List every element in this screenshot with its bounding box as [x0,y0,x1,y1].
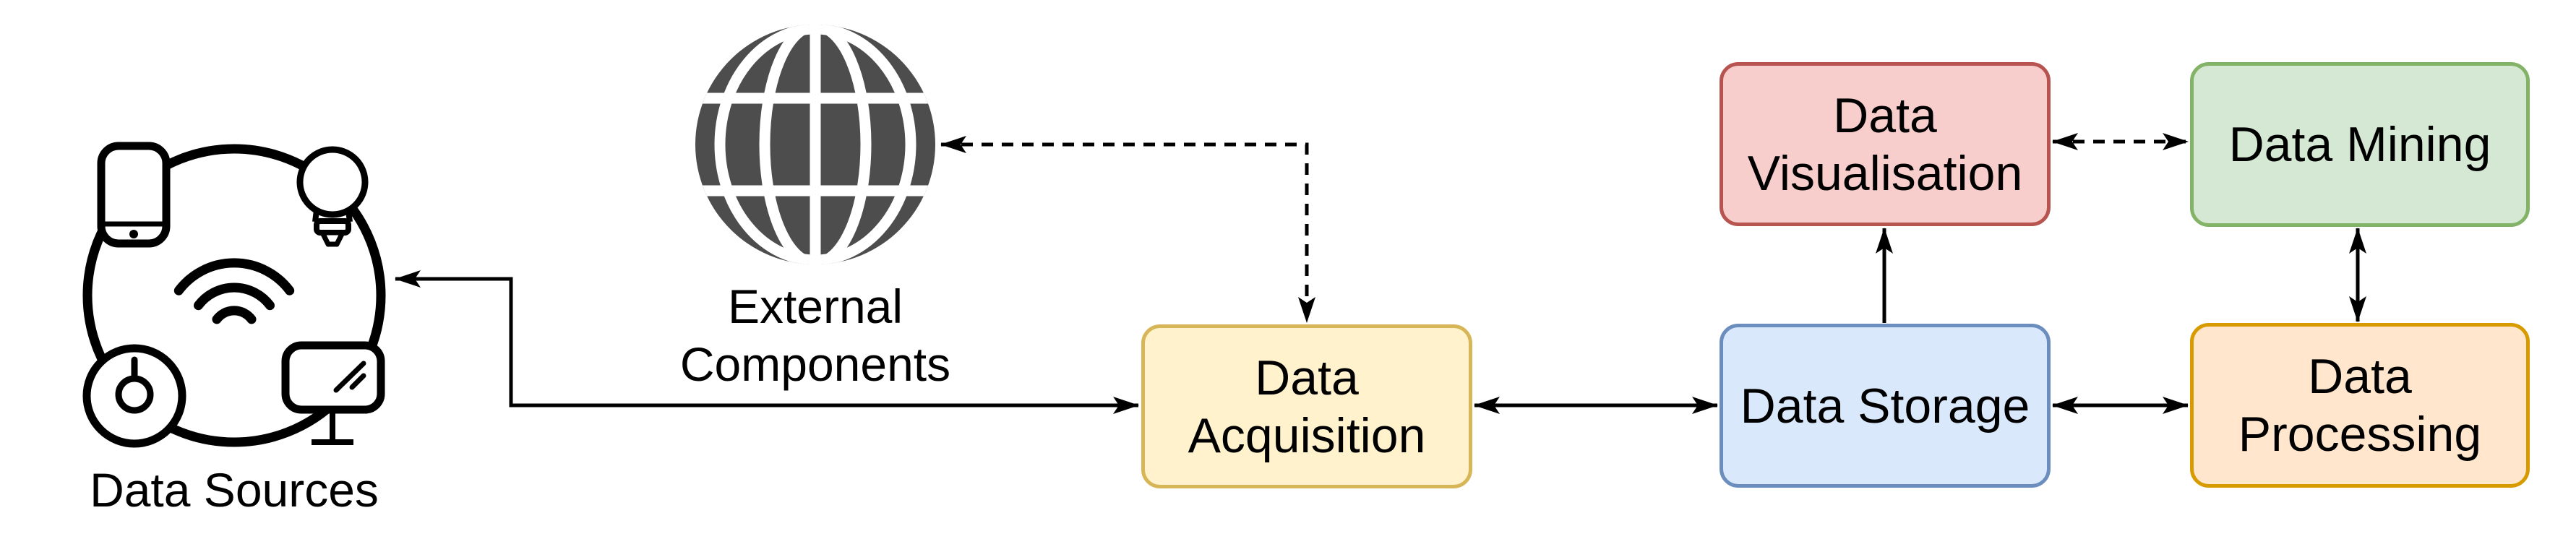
edge-sources-acquisition [395,270,1139,414]
monitor-icon [281,341,385,445]
globe-grid [695,25,935,264]
edge-external-acquisition [940,136,1315,323]
node-data-storage-label: Data Storage [1740,378,2030,434]
node-data-mining: Data Mining [2190,62,2530,227]
smart-speaker-icon [82,344,186,448]
lightbulb-icon [296,146,369,247]
globe-icon [695,25,935,264]
data-sources-label: Data Sources [90,463,379,517]
node-data-storage: Data Storage [1720,324,2051,488]
sources-circle [82,144,386,447]
node-data-visualisation-label: Data Visualisation [1747,87,2023,201]
edges-group [395,133,2366,414]
node-data-processing: Data Processing [2190,323,2530,488]
node-data-acquisition-label: Data Acquisition [1188,350,1426,463]
node-data-processing-label: Data Processing [2238,349,2482,462]
data-sources-icon [82,142,386,448]
external-components-label: External Components [679,280,951,391]
wifi-icon [173,258,295,324]
node-data-acquisition: Data Acquisition [1141,324,1472,488]
node-data-mining-label: Data Mining [2228,117,2491,172]
smartphone-icon [97,142,171,248]
node-data-visualisation: Data Visualisation [1720,62,2051,226]
